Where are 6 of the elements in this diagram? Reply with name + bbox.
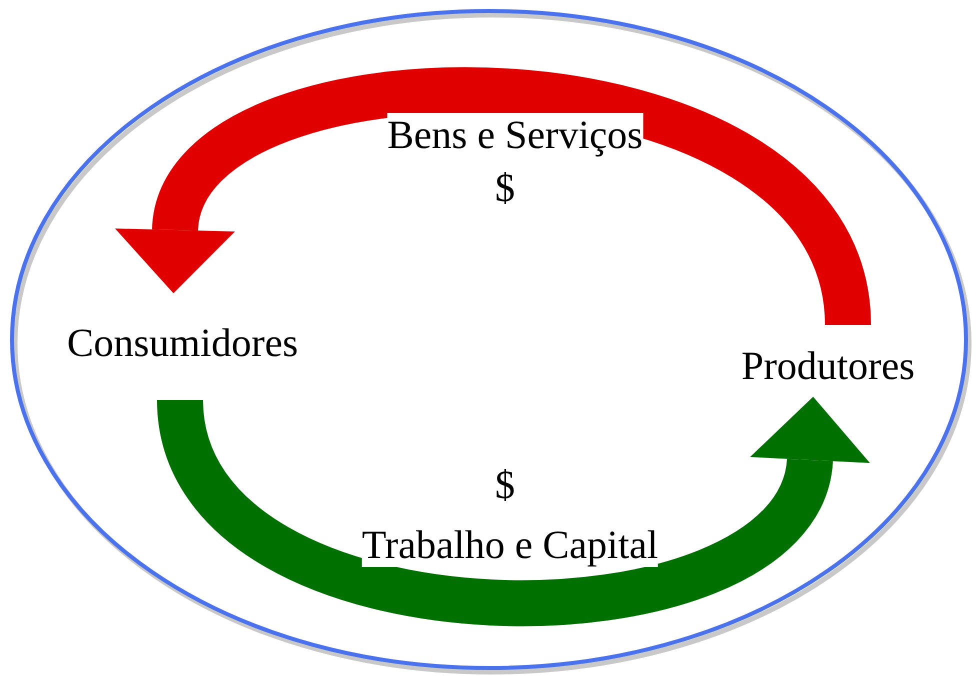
node-label: Consumidores: [30, 285, 335, 400]
edge-label: Bens e Serviços: [387, 113, 643, 157]
curved-arrow: [157, 395, 868, 626]
currency-symbol: $: [495, 463, 515, 507]
currency-symbol: $: [495, 166, 515, 210]
node-label: Produtores: [708, 325, 948, 405]
